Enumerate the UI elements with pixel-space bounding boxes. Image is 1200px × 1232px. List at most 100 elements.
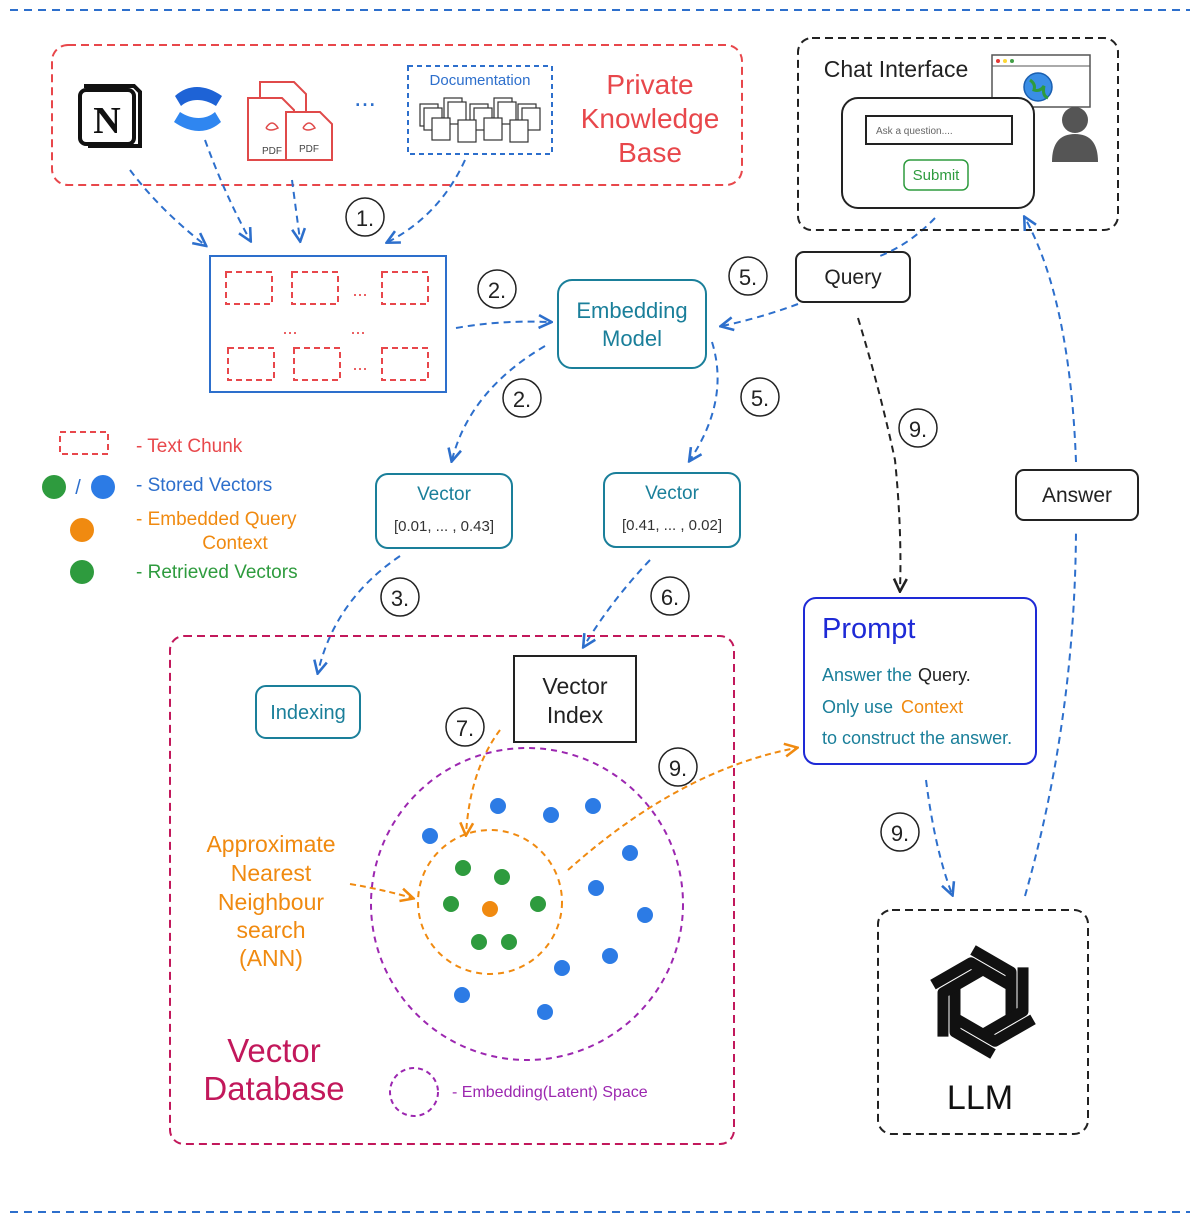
notion-icon: N	[78, 84, 142, 148]
left-vector-to-indexing-arrow	[318, 555, 401, 672]
query-to-prompt-arrow	[857, 317, 900, 590]
index-to-ann-arrow	[466, 729, 501, 834]
vector-right-value: [0.41, ... , 0.02]	[622, 517, 722, 534]
user-icon	[1052, 107, 1098, 162]
vector-index-box	[513, 655, 637, 743]
embedding-model-line2: Model	[602, 326, 662, 351]
legend-stored-vectors: - Stored Vectors	[136, 475, 272, 496]
answer-label: Answer	[1042, 484, 1112, 507]
ann-line5: (ANN)	[239, 945, 303, 971]
legend-retrieved-vectors: - Retrieved Vectors	[136, 562, 298, 583]
knowledge-base-border	[51, 44, 743, 186]
embedding-to-left-vector-arrow	[452, 345, 546, 460]
documentation-label: Documentation	[430, 72, 531, 89]
legend-retrieved-dot	[70, 560, 94, 584]
sources-ellipsis: ...	[354, 82, 376, 112]
submit-button-label: Submit	[913, 167, 961, 184]
submit-button[interactable]	[903, 159, 969, 191]
vector-index-line1: Vector	[542, 673, 608, 699]
ann-line2: Nearest	[231, 860, 312, 886]
answer-box: Answer	[1015, 469, 1139, 521]
vector-database-title-line2: Database	[203, 1070, 344, 1107]
pdf-label-2: PDF	[299, 144, 319, 155]
vector-right-title: Vector	[645, 483, 700, 504]
step-9-label-db: 9.	[669, 756, 687, 781]
step-2-marker-top: 2.	[477, 269, 517, 309]
chat-to-query-arrow	[879, 217, 936, 257]
pdf-files-icon: PDF PDF	[247, 81, 333, 161]
retrieved-vector-dots	[443, 860, 546, 950]
step-7-marker: 7.	[445, 707, 485, 747]
sources-to-chunks-arrows	[129, 139, 466, 245]
prompt-line3: to construct the answer.	[822, 728, 1012, 748]
step-5-marker-top: 5.	[728, 256, 768, 296]
llm-box: LLM	[877, 909, 1089, 1135]
pdf-label-1: PDF	[262, 146, 282, 157]
chunks-dots-3: ...	[350, 318, 365, 338]
ann-line4: search	[236, 917, 305, 943]
question-input-placeholder: Ask a question....	[876, 126, 953, 137]
legend-text-chunk: - Text Chunk	[136, 436, 243, 457]
text-chunks-box: ... ... ... ...	[209, 255, 447, 393]
chunks-to-embedding-arrow	[455, 322, 550, 328]
embedding-model-line1: Embedding	[576, 298, 687, 323]
query-to-embedding-arrow	[722, 303, 799, 326]
prompt-to-llm-arrow	[925, 779, 952, 894]
step-6-label: 6.	[661, 585, 679, 610]
embedding-model-box: Embedding Model	[557, 279, 707, 369]
chunks-dots-4: ...	[352, 354, 367, 374]
chat-window	[841, 97, 1035, 209]
step-1-marker: 1.	[345, 197, 385, 237]
chat-interface-title: Chat Interface	[824, 56, 968, 82]
query-label: Query	[824, 266, 882, 289]
step-1-label: 1.	[356, 206, 374, 231]
chat-interface-group: Chat Interface Ask a question.... Submit	[797, 37, 1119, 231]
prompt-line2-b: Context	[901, 697, 963, 717]
legend-blue-dot	[91, 475, 115, 499]
vector-box-right: Vector [0.41, ... , 0.02]	[603, 472, 741, 548]
stored-vector-dots	[422, 798, 653, 1020]
notion-logo-letter: N	[93, 100, 120, 142]
step-7-label: 7.	[456, 716, 474, 741]
legend-stored-separator: /	[75, 477, 81, 499]
legend: - Text Chunk / - Stored Vectors - Embedd…	[42, 431, 298, 584]
chunks-dots-1: ...	[352, 280, 367, 300]
step-5-label-top: 5.	[739, 265, 757, 290]
vector-database-title-line1: Vector	[227, 1032, 321, 1069]
step-3-marker: 3.	[380, 577, 420, 617]
step-6-marker: 6.	[650, 576, 690, 616]
step-5-marker-mid: 5.	[740, 377, 780, 417]
step-9-label-query: 9.	[909, 417, 927, 442]
confluence-icon	[174, 87, 222, 131]
legend-embedding-space: - Embedding(Latent) Space	[452, 1084, 648, 1101]
ann-line1: Approximate	[206, 831, 335, 857]
knowledge-base-title-line1: Private	[606, 69, 693, 100]
legend-green-dot	[42, 475, 66, 499]
legend-embedding-space-swatch	[389, 1067, 439, 1117]
question-input[interactable]	[865, 115, 1013, 145]
indexing-box	[255, 685, 361, 739]
indexing-label: Indexing	[270, 702, 346, 724]
legend-text-chunk-swatch	[59, 431, 109, 455]
vector-index-line2: Index	[547, 702, 604, 728]
vector-database-group: Indexing Vector Index 7. 9.	[169, 635, 796, 1145]
prompt-title: Prompt	[822, 613, 915, 645]
embedding-space-circle	[370, 747, 684, 1061]
query-box: Query	[795, 251, 911, 303]
ann-neighbourhood-circle	[417, 829, 563, 975]
retrieved-to-prompt-arrow	[567, 748, 796, 871]
step-2-label-mid: 2.	[513, 387, 531, 412]
prompt-line1-a: Answer the	[822, 665, 912, 685]
knowledge-base-title-line2: Knowledge	[581, 103, 720, 134]
step-3-label: 3.	[391, 586, 409, 611]
legend-orange-dot	[70, 518, 94, 542]
llm-label: LLM	[947, 1079, 1013, 1117]
vector-database-border	[169, 635, 735, 1145]
legend-embedded-query-line2: Context	[202, 533, 268, 554]
right-vector-to-index-arrow	[584, 559, 651, 646]
knowledge-base-group: N PDF PDF ... Documentation	[51, 44, 743, 186]
